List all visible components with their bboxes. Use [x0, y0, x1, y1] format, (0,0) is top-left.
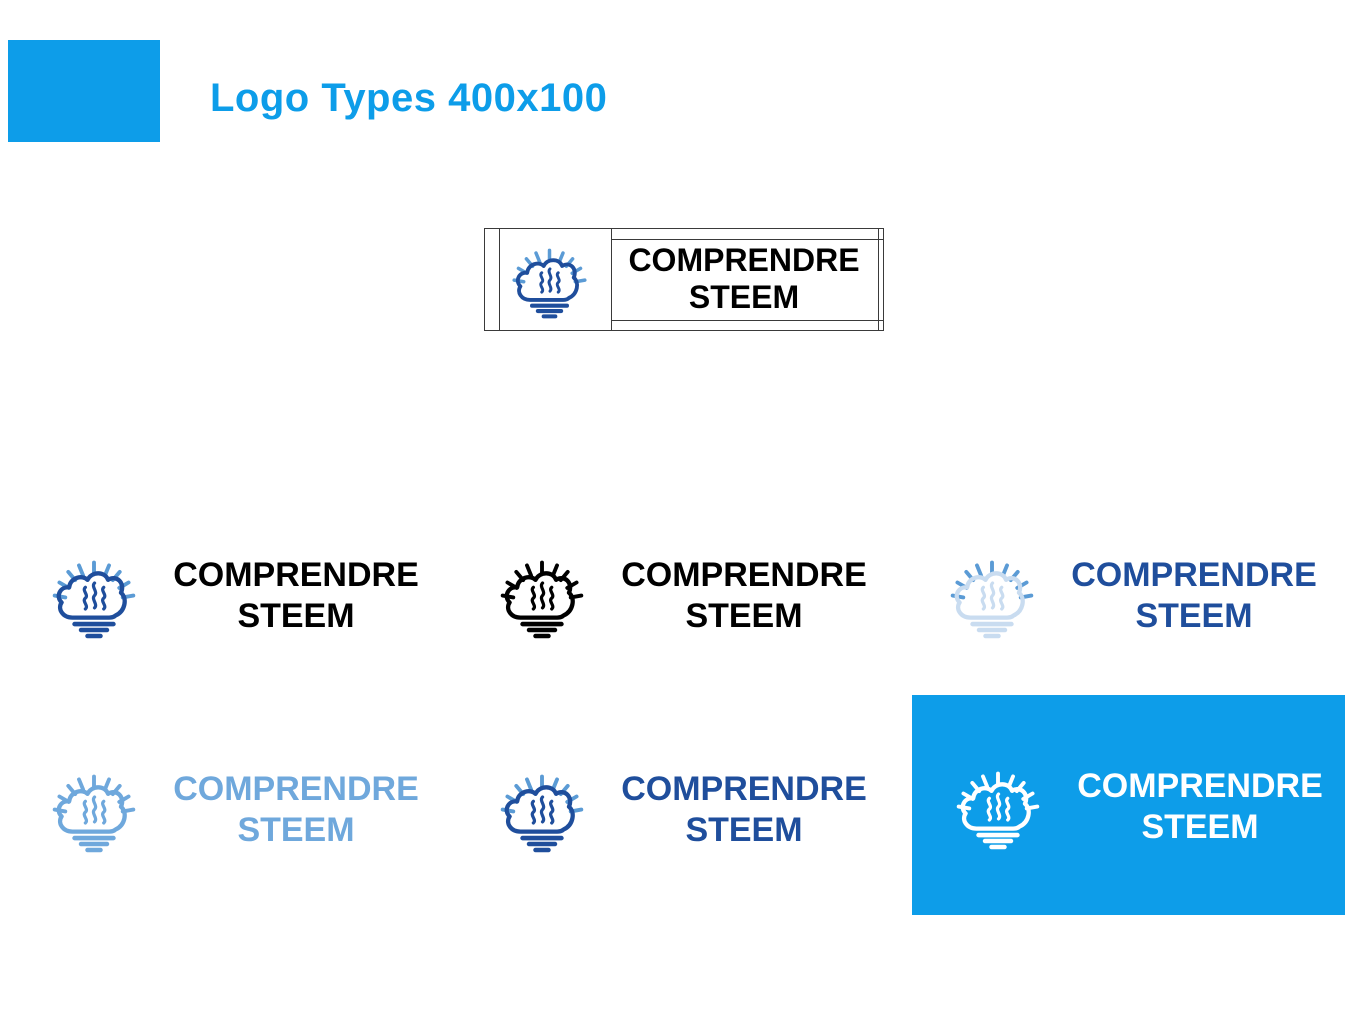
steam-squiggle — [555, 271, 561, 294]
base-lines — [520, 621, 564, 639]
comprendre-steem-logo-icon — [52, 774, 136, 853]
blue-background-panel — [912, 695, 1345, 915]
steam-squiggle — [91, 581, 98, 610]
steam-squiggle — [530, 585, 537, 611]
guide-line-vertical-left — [499, 229, 500, 330]
comprendre-steem-logo-icon — [500, 560, 584, 639]
steam-squiggle — [986, 796, 993, 822]
steam-squiggle — [989, 581, 996, 610]
logo-lockup-two-tone-black-text: COMPRENDRE STEEM — [40, 538, 432, 654]
base-strokes — [976, 832, 1020, 850]
logo-lockup-white-on-blue: COMPRENDRE STEEM — [944, 749, 1336, 865]
steam-squiggles-icon — [82, 581, 107, 611]
brain-cloud-outline — [56, 785, 127, 834]
comprendre-steem-logo-icon — [956, 771, 1040, 850]
wordmark-line2: STEEM — [1135, 597, 1253, 635]
logo-wordmark: COMPRENDRE STEEM — [608, 555, 880, 637]
steam-squiggle — [980, 585, 987, 611]
steam-squiggles-icon — [539, 267, 561, 294]
wordmark-line1: COMPRENDRE — [621, 556, 867, 594]
steam-squiggle — [530, 799, 537, 825]
base-lines — [976, 832, 1020, 850]
page-title: Logo Types 400x100 — [210, 76, 608, 120]
logo-lockup-black-monochrome: COMPRENDRE STEEM — [488, 538, 880, 654]
wordmark-line1: COMPRENDRE — [173, 556, 419, 594]
wordmark-line2: STEEM — [688, 279, 800, 315]
steam-squiggle — [82, 585, 89, 611]
guide-line-horizontal-bottom — [611, 320, 883, 321]
base-strokes — [72, 621, 116, 639]
logo-lockup-light-blue-monochrome: COMPRENDRE STEEM — [40, 752, 432, 868]
steam-squiggles-icon — [980, 581, 1005, 611]
steam-squiggle — [549, 585, 555, 611]
brain-cloud-outline — [960, 782, 1031, 831]
wordmark-line2: STEEM — [237, 811, 355, 849]
logo-wordmark: COMPRENDRE STEEM — [612, 239, 876, 319]
steam-squiggle — [539, 581, 546, 610]
brain-cloud-outline — [504, 571, 575, 620]
wordmark-line2: STEEM — [685, 811, 803, 849]
base-strokes — [520, 621, 564, 639]
steam-squiggle — [101, 799, 107, 825]
steam-squiggles-icon — [986, 792, 1011, 822]
steam-squiggle — [539, 795, 546, 824]
brain-cloud-outline — [515, 258, 580, 302]
base-lines — [520, 835, 564, 853]
guide-line-horizontal-top — [611, 239, 883, 240]
steam-squiggle — [999, 585, 1005, 611]
steam-squiggle — [101, 585, 107, 611]
base-lines — [72, 621, 116, 639]
base-strokes — [520, 835, 564, 853]
logo-lockup-two-tone-blue-text: COMPRENDRE STEEM — [488, 752, 880, 868]
comprendre-steem-logo-icon — [500, 774, 584, 853]
steam-squiggle — [91, 795, 98, 824]
logo-wordmark: COMPRENDRE STEEM — [160, 555, 432, 637]
base-lines — [970, 621, 1014, 639]
steam-squiggles-icon — [530, 795, 555, 825]
brand-color-swatch — [8, 40, 160, 142]
wordmark-line2: STEEM — [685, 597, 803, 635]
wordmark-line2: STEEM — [237, 597, 355, 635]
comprendre-steem-logo-icon — [52, 560, 136, 639]
logo-lockup-light-body-blue-text: COMPRENDRE STEEM — [938, 538, 1330, 654]
comprendre-steem-logo-icon — [950, 560, 1034, 639]
logo-wordmark: COMPRENDRE STEEM — [1064, 766, 1336, 848]
wordmark-line1: COMPRENDRE — [1077, 767, 1323, 805]
base-strokes — [530, 303, 569, 319]
guide-line-vertical-icon — [611, 229, 612, 330]
steam-squiggle — [995, 792, 1002, 821]
base-lines — [72, 835, 116, 853]
comprendre-steem-logo-icon — [512, 248, 587, 319]
steam-squiggles-icon — [530, 581, 555, 611]
base-strokes — [970, 621, 1014, 639]
steam-squiggles-icon — [82, 795, 107, 825]
steam-squiggle — [82, 799, 89, 825]
wordmark-line1: COMPRENDRE — [628, 242, 860, 278]
steam-squiggle — [549, 799, 555, 825]
steam-squiggle — [1005, 796, 1011, 822]
wordmark-line1: COMPRENDRE — [1071, 556, 1317, 594]
logo-wordmark: COMPRENDRE STEEM — [1058, 555, 1330, 637]
brain-cloud-outline — [954, 571, 1025, 620]
logo-wordmark: COMPRENDRE STEEM — [160, 769, 432, 851]
wordmark-line1: COMPRENDRE — [173, 770, 419, 808]
wordmark-line1: COMPRENDRE — [621, 770, 867, 808]
steam-squiggle — [547, 267, 553, 293]
logo-construction-guide: COMPRENDRE STEEM — [484, 228, 884, 331]
logo-wordmark: COMPRENDRE STEEM — [608, 769, 880, 851]
base-strokes — [72, 835, 116, 853]
guide-line-vertical-right — [878, 229, 879, 330]
wordmark-line2: STEEM — [1141, 808, 1259, 846]
steam-squiggle — [539, 271, 545, 294]
base-lines — [530, 303, 569, 319]
brain-cloud-outline — [56, 571, 127, 620]
brain-cloud-outline — [504, 785, 575, 834]
